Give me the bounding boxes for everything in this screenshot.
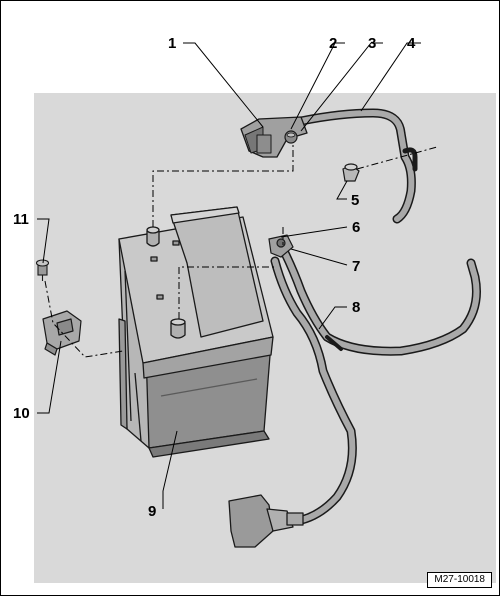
- callout-10: 10: [13, 405, 30, 422]
- callout-11: 11: [13, 211, 29, 228]
- callout-9: 9: [148, 503, 157, 520]
- callout-4: 4: [407, 35, 416, 52]
- callout-8: 8: [352, 299, 361, 316]
- callout-1: 1: [168, 35, 177, 52]
- negative-cable: [266, 244, 481, 526]
- screw: [35, 259, 50, 281]
- callout-7: 7: [352, 258, 361, 275]
- bracket: [42, 310, 82, 356]
- battery: [118, 206, 274, 458]
- figure-reference: M27-10018: [427, 572, 492, 588]
- leader-lines: [37, 42, 421, 509]
- assembly-lines: [44, 143, 438, 358]
- callout-5: 5: [351, 192, 360, 209]
- cable-connector: [228, 494, 304, 548]
- positive-cable: [240, 108, 418, 224]
- callout-3: 3: [368, 35, 377, 52]
- cap-5: [342, 163, 360, 182]
- callout-6: 6: [352, 219, 361, 236]
- callout-2: 2: [329, 35, 338, 52]
